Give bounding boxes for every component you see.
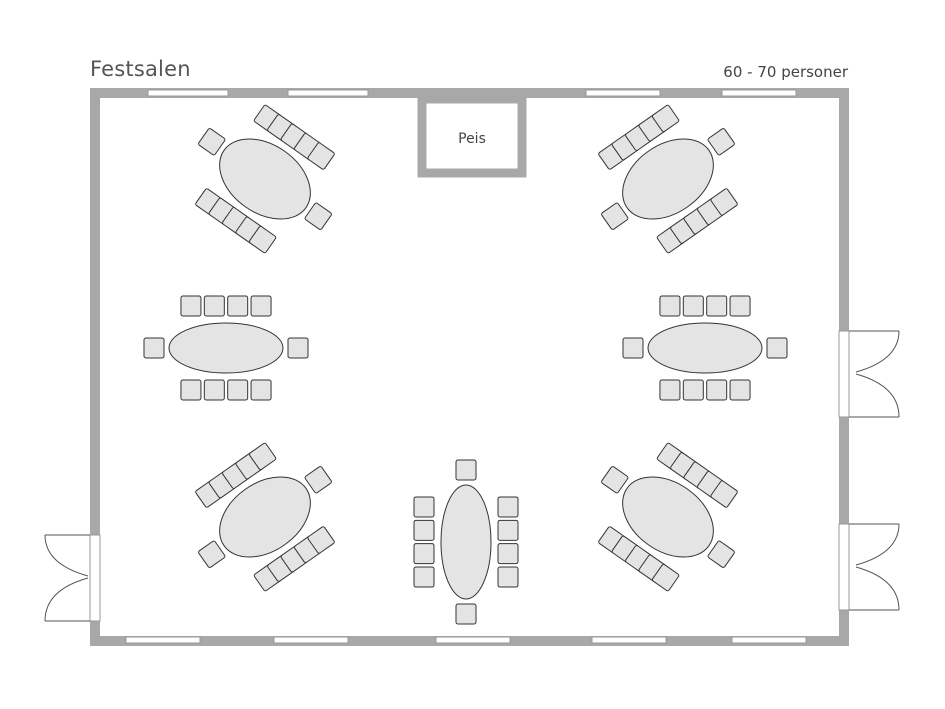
table-top-right (598, 104, 738, 254)
chair (729, 379, 751, 401)
table-bottom-left (195, 442, 335, 592)
windows-bottom (125, 636, 807, 644)
chair (413, 496, 435, 518)
chair (766, 337, 788, 359)
room-capacity: 60 - 70 personer (723, 63, 848, 81)
chair (659, 295, 681, 317)
chair (203, 379, 225, 401)
chair (706, 295, 728, 317)
door-right-lower (838, 523, 900, 611)
chair (707, 128, 735, 156)
fireplace-label: Peis (458, 131, 486, 147)
chair (248, 225, 277, 254)
chair (227, 379, 249, 401)
chair (203, 295, 225, 317)
chair (143, 337, 165, 359)
chair (180, 379, 202, 401)
chair (706, 379, 728, 401)
chair (710, 480, 738, 508)
tables-layer (143, 104, 788, 625)
window (125, 636, 201, 644)
table-top (622, 138, 714, 220)
window (585, 89, 661, 97)
chair (413, 519, 435, 541)
chair (413, 543, 435, 565)
chair (497, 566, 519, 588)
chair (304, 202, 332, 230)
window (721, 89, 797, 97)
chair (455, 603, 477, 625)
chair (710, 188, 738, 216)
chair (682, 379, 704, 401)
fireplace: Peis (417, 94, 527, 178)
chair (304, 466, 332, 494)
window (591, 636, 667, 644)
chair (307, 142, 335, 170)
table-top (440, 484, 492, 600)
window (731, 636, 807, 644)
table-middle-right (622, 295, 788, 401)
window (273, 636, 349, 644)
chair (651, 104, 680, 133)
table-top (622, 476, 714, 558)
chair (497, 543, 519, 565)
chair (227, 295, 249, 317)
table-top (219, 138, 311, 220)
chair (198, 128, 226, 156)
chair (729, 295, 751, 317)
door-right-upper (838, 330, 900, 418)
chair (248, 442, 277, 471)
room-title: Festsalen (90, 57, 191, 81)
table-middle-left (143, 295, 309, 401)
chair (651, 563, 680, 592)
window (287, 89, 369, 97)
chair (413, 566, 435, 588)
chair (250, 295, 272, 317)
chair (622, 337, 644, 359)
chair (497, 519, 519, 541)
table-bottom-center (413, 459, 519, 625)
chair (497, 496, 519, 518)
chair (180, 295, 202, 317)
chair (601, 202, 629, 230)
chair (601, 466, 629, 494)
chair (198, 540, 226, 568)
chair (250, 379, 272, 401)
window (147, 89, 229, 97)
table-bottom-right (598, 442, 738, 592)
chair (707, 540, 735, 568)
table-top (219, 476, 311, 558)
table-top-left (195, 104, 335, 254)
chair (659, 379, 681, 401)
chair (287, 337, 309, 359)
window (435, 636, 511, 644)
door-left (44, 534, 101, 622)
chair (455, 459, 477, 481)
table-top (168, 322, 284, 374)
chair (307, 526, 335, 554)
chair (682, 295, 704, 317)
table-top (647, 322, 763, 374)
windows-top (147, 89, 797, 97)
